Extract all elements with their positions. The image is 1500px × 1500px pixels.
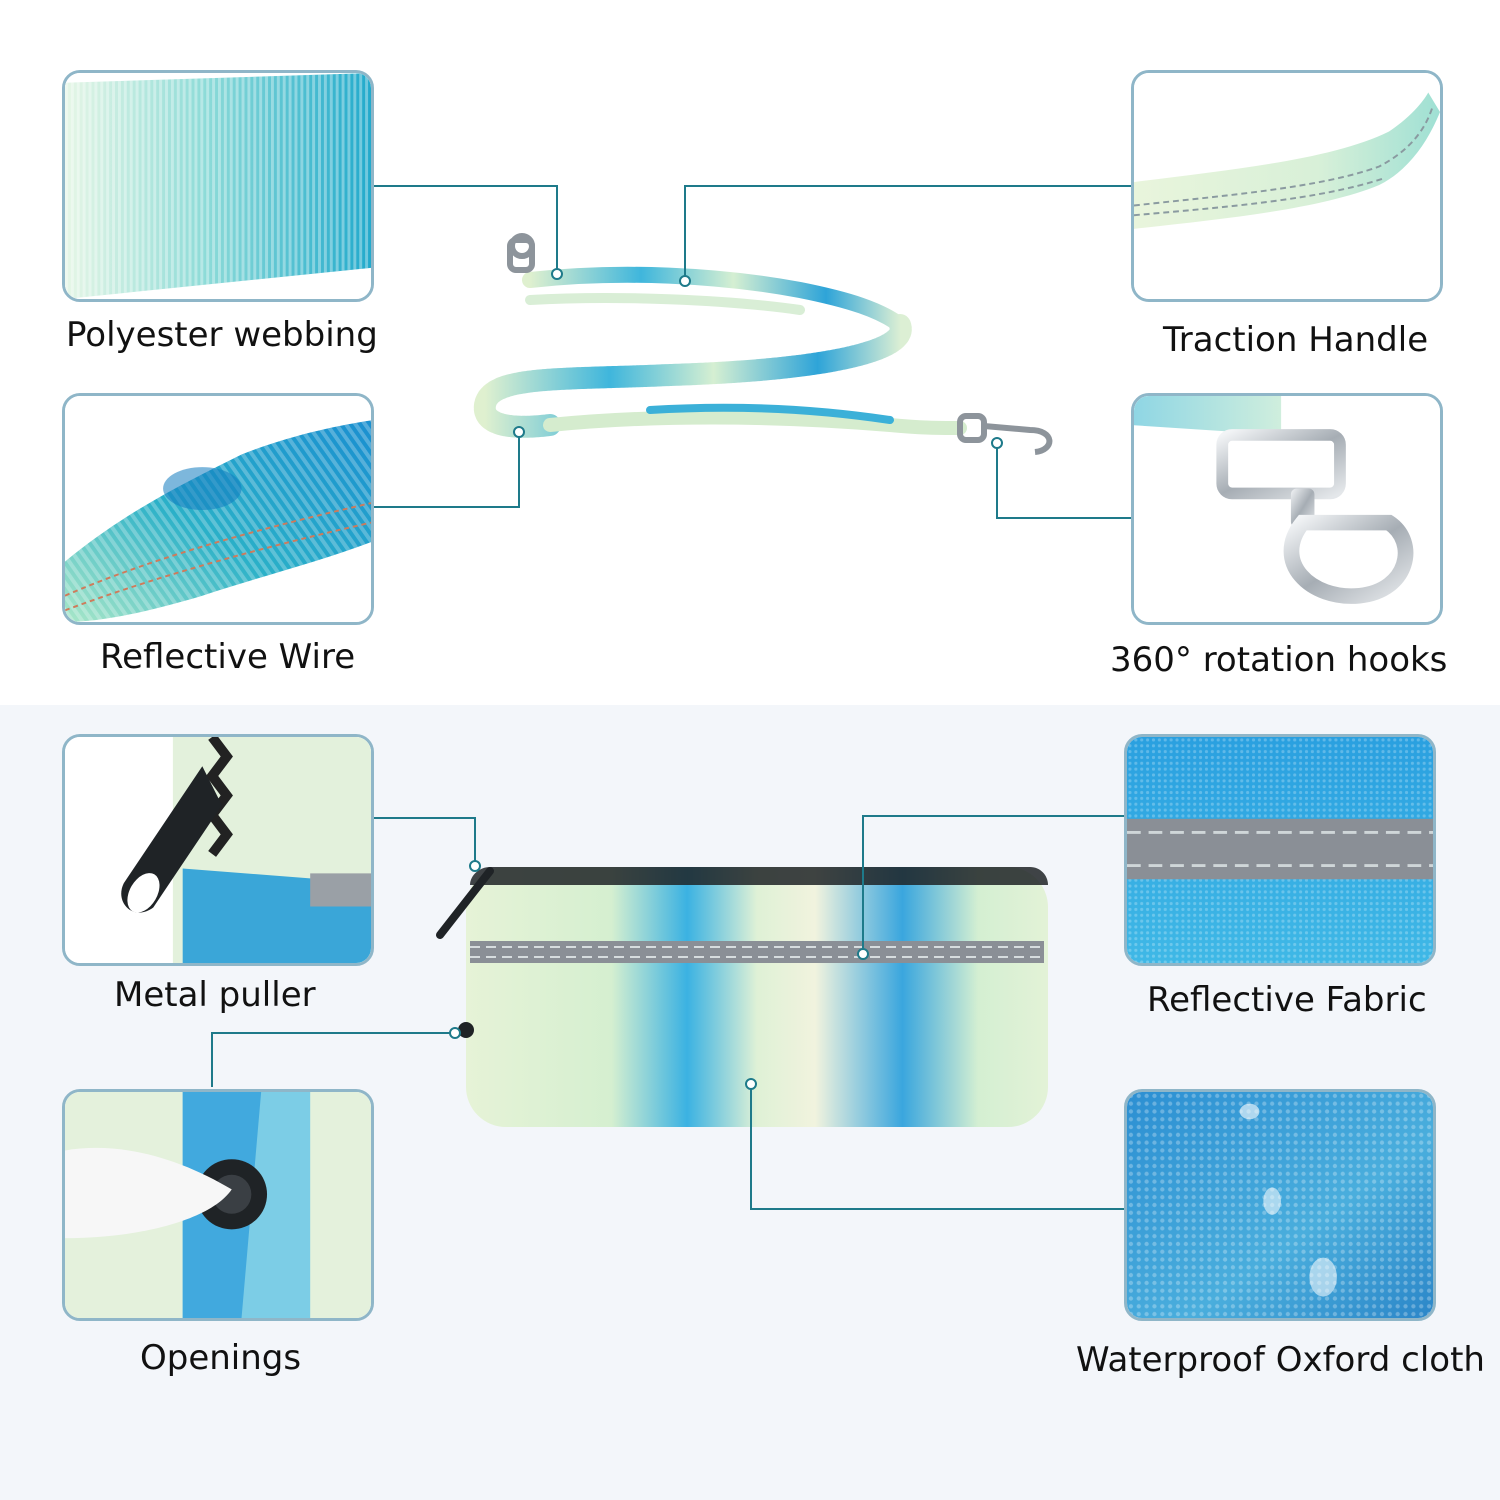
label-reflective-wire: Reflective Wire: [100, 637, 356, 677]
metal-puller-image: [62, 734, 374, 966]
pouch-illustration: [436, 867, 1048, 1127]
label-reflective-fabric: Reflective Fabric: [1147, 980, 1427, 1020]
rotation-hook-image: [1131, 393, 1443, 625]
label-traction-handle: Traction Handle: [1163, 320, 1429, 360]
label-rotation-hooks: 360° rotation hooks: [1110, 640, 1448, 680]
label-metal-puller: Metal puller: [114, 975, 316, 1015]
reflective-fabric-image: [1124, 734, 1436, 966]
label-polyester-webbing: Polyester webbing: [66, 315, 378, 355]
label-openings: Openings: [140, 1338, 302, 1378]
reflective-wire-image: [62, 393, 374, 625]
waterproof-cloth-image: [1124, 1089, 1436, 1321]
openings-image: [62, 1089, 374, 1321]
leash-illustration: [473, 233, 1053, 455]
polyester-webbing-image: [62, 70, 374, 302]
label-waterproof-cloth: Waterproof Oxford cloth: [1076, 1340, 1485, 1380]
traction-handle-image: [1131, 70, 1443, 302]
